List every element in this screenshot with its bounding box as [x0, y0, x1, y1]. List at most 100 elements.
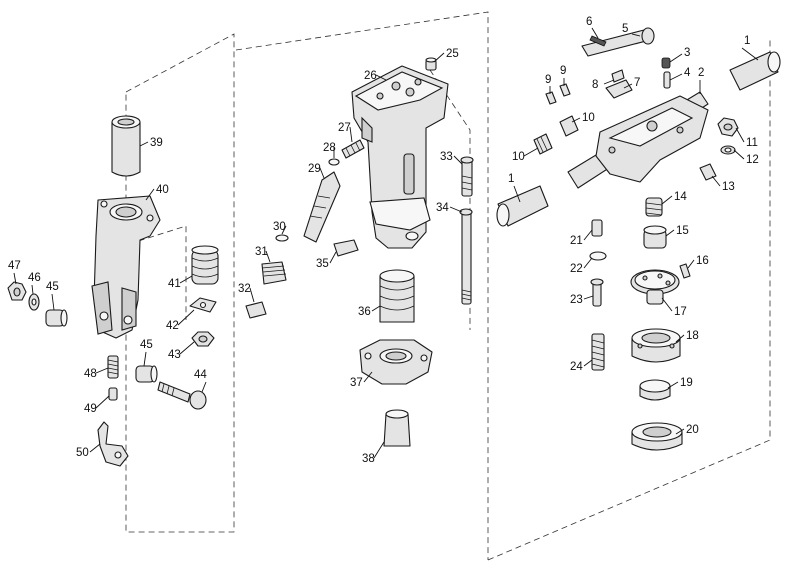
part-19-seal [639, 379, 671, 401]
leader-line [453, 155, 463, 165]
part-29-hose [303, 171, 341, 243]
part-37-chuck-flange [359, 339, 433, 385]
callout-label: 39 [150, 137, 163, 149]
part-33-bolt [460, 156, 474, 197]
part-26-handle-housing [351, 65, 449, 249]
part-50-latch [97, 421, 129, 467]
callout-label: 13 [722, 181, 735, 193]
leader-line [265, 250, 271, 263]
callout-label: 40 [156, 184, 169, 196]
callout-label: 43 [168, 349, 181, 361]
leader-line [13, 272, 17, 285]
callout-label: 22 [570, 263, 583, 275]
part-30-clip [275, 234, 289, 242]
leader-line [733, 149, 745, 160]
callout-label: 44 [194, 369, 207, 381]
assembly-guides [109, 11, 771, 561]
leader-line [145, 188, 155, 201]
callout-label: 16 [696, 255, 709, 267]
part-23-valve-stem [590, 278, 604, 307]
callout-label: 34 [436, 202, 449, 214]
leader-line [329, 251, 337, 264]
leader-line [669, 73, 683, 81]
leader-line [139, 141, 149, 147]
leader-line [177, 309, 195, 326]
part-20-bearing [631, 422, 683, 451]
callout-label: 18 [686, 330, 699, 342]
leader-line [51, 293, 55, 311]
leader-line [371, 305, 381, 312]
middle-section-outline [235, 11, 489, 560]
callout-label: 9 [545, 74, 551, 86]
callout-label: 46 [28, 272, 41, 284]
callout-label: 19 [680, 377, 693, 389]
part-43-nut [191, 331, 215, 347]
callout-label: 11 [746, 137, 758, 149]
callout-labels: 1 1 2 3 4 5 6 7 8 9 9 10 10 11 12 13 14 … [8, 16, 759, 465]
part-32-cap [245, 301, 267, 319]
part-28-ring [328, 158, 340, 166]
callout-label: 45 [140, 339, 153, 351]
part-5-lever [581, 27, 655, 57]
part-36-buffer-spring [379, 269, 415, 323]
callout-label: 38 [362, 453, 375, 465]
callout-label: 41 [168, 278, 181, 290]
part-25-plug [425, 57, 437, 71]
leader-line [349, 126, 353, 143]
callout-label: 1 [508, 173, 514, 185]
callout-label: 48 [84, 368, 97, 380]
callout-label: 21 [570, 235, 583, 247]
part-42-washer-plate [189, 297, 217, 313]
leader-line [583, 359, 593, 367]
leader-line [523, 147, 539, 157]
leader-line [449, 206, 463, 213]
callout-label: 15 [676, 225, 689, 237]
callout-label: 6 [586, 16, 592, 28]
callout-label: 10 [512, 151, 525, 163]
part-9-pin-a [545, 91, 557, 105]
part-40-cylinder-body [91, 195, 161, 339]
part-9-pin-b [559, 83, 571, 97]
part-39-sleeve [111, 115, 141, 177]
part-44-bolt [157, 381, 207, 410]
part-24-spring [591, 333, 605, 371]
part-18-valve-ring [631, 328, 681, 363]
leader-line [735, 127, 745, 143]
part-1-grip-right [729, 51, 781, 91]
part-2-handle-bar [567, 91, 709, 189]
leader-line [631, 33, 641, 37]
leader-line [675, 428, 685, 435]
right-section-outline [487, 40, 771, 561]
leader-line [571, 117, 581, 123]
callout-label: 17 [674, 306, 687, 318]
callout-label: 29 [308, 163, 321, 175]
leader-line [375, 74, 387, 81]
callout-label: 36 [358, 306, 371, 318]
callout-label: 47 [8, 260, 21, 272]
callout-label: 12 [746, 154, 759, 166]
callout-label: 24 [570, 361, 583, 373]
leader-line [513, 185, 521, 203]
leader-line [687, 259, 695, 269]
part-38-chuck-bushing [383, 409, 411, 447]
guide-latch [109, 225, 187, 320]
callout-label: 49 [84, 403, 97, 415]
part-4-pin [663, 71, 671, 89]
callout-label: 3 [684, 47, 690, 59]
left-section-outline [125, 33, 235, 533]
leader-line [741, 47, 759, 61]
leader-line [179, 341, 195, 355]
leader-line [95, 367, 109, 374]
part-34-tie-rod [459, 208, 473, 305]
callout-label: 32 [238, 283, 251, 295]
callout-label: 20 [686, 424, 699, 436]
leader-line [661, 297, 673, 312]
leader-line [623, 83, 633, 89]
leader-line [319, 167, 325, 179]
leader-line [31, 284, 34, 295]
part-14-spring [645, 197, 663, 217]
callout-label: 23 [570, 294, 583, 306]
leader-line [665, 229, 675, 237]
